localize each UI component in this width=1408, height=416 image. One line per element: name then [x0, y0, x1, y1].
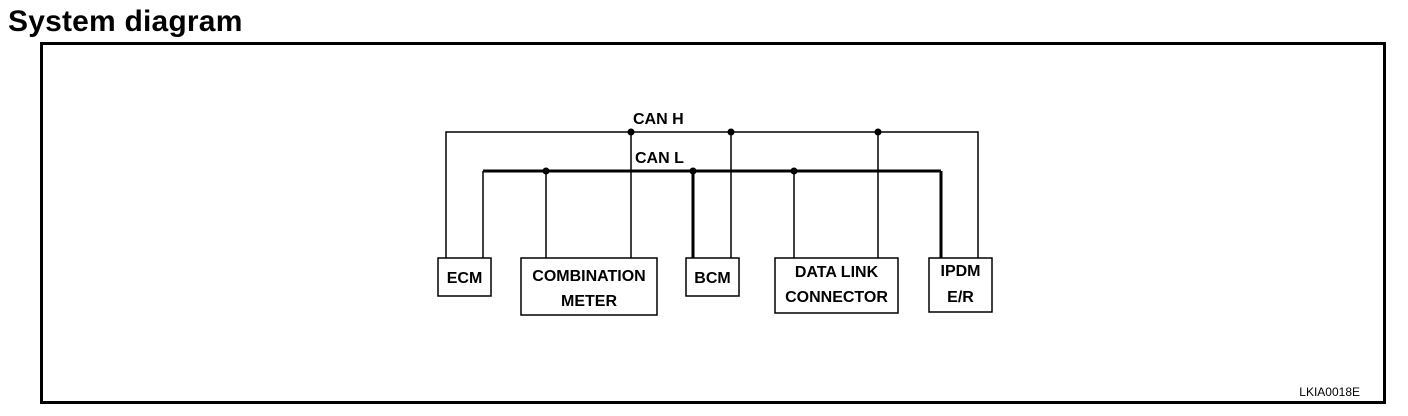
junction-dot [627, 128, 635, 136]
module-combination-meter-label-line2: METER [561, 293, 617, 310]
junction-dot [689, 167, 697, 175]
can-l-bus [482, 169, 943, 258]
module-combination-meter: COMBINATION METER [520, 257, 658, 316]
junction-dot [542, 167, 550, 175]
junction-dot [790, 167, 798, 175]
junction-dot [874, 128, 882, 136]
module-combination-meter-label-line1: COMBINATION [532, 268, 645, 285]
junction-dots [542, 128, 882, 175]
diagram-frame [40, 42, 1386, 404]
module-data-link-connector: DATA LINK CONNECTOR [774, 257, 899, 314]
module-data-link-connector-label-line2: CONNECTOR [785, 289, 888, 306]
module-ipdm-er-label-line1: IPDM [941, 263, 981, 280]
can-h-label: CAN H [633, 111, 684, 128]
module-bcm: BCM [685, 257, 740, 297]
figure-code: LKIA0018E [1299, 385, 1360, 399]
module-ecm: ECM [437, 257, 492, 297]
can-h-bus [445, 131, 979, 258]
module-ecm-label: ECM [447, 270, 483, 287]
module-bcm-label: BCM [694, 270, 730, 287]
module-ipdm-er-label-line2: E/R [947, 289, 974, 306]
module-data-link-connector-label-line1: DATA LINK [795, 264, 879, 281]
junction-dot [727, 128, 735, 136]
can-l-label: CAN L [635, 150, 684, 167]
module-ipdm-er: IPDM E/R [928, 257, 993, 313]
page-title: System diagram [8, 5, 243, 38]
